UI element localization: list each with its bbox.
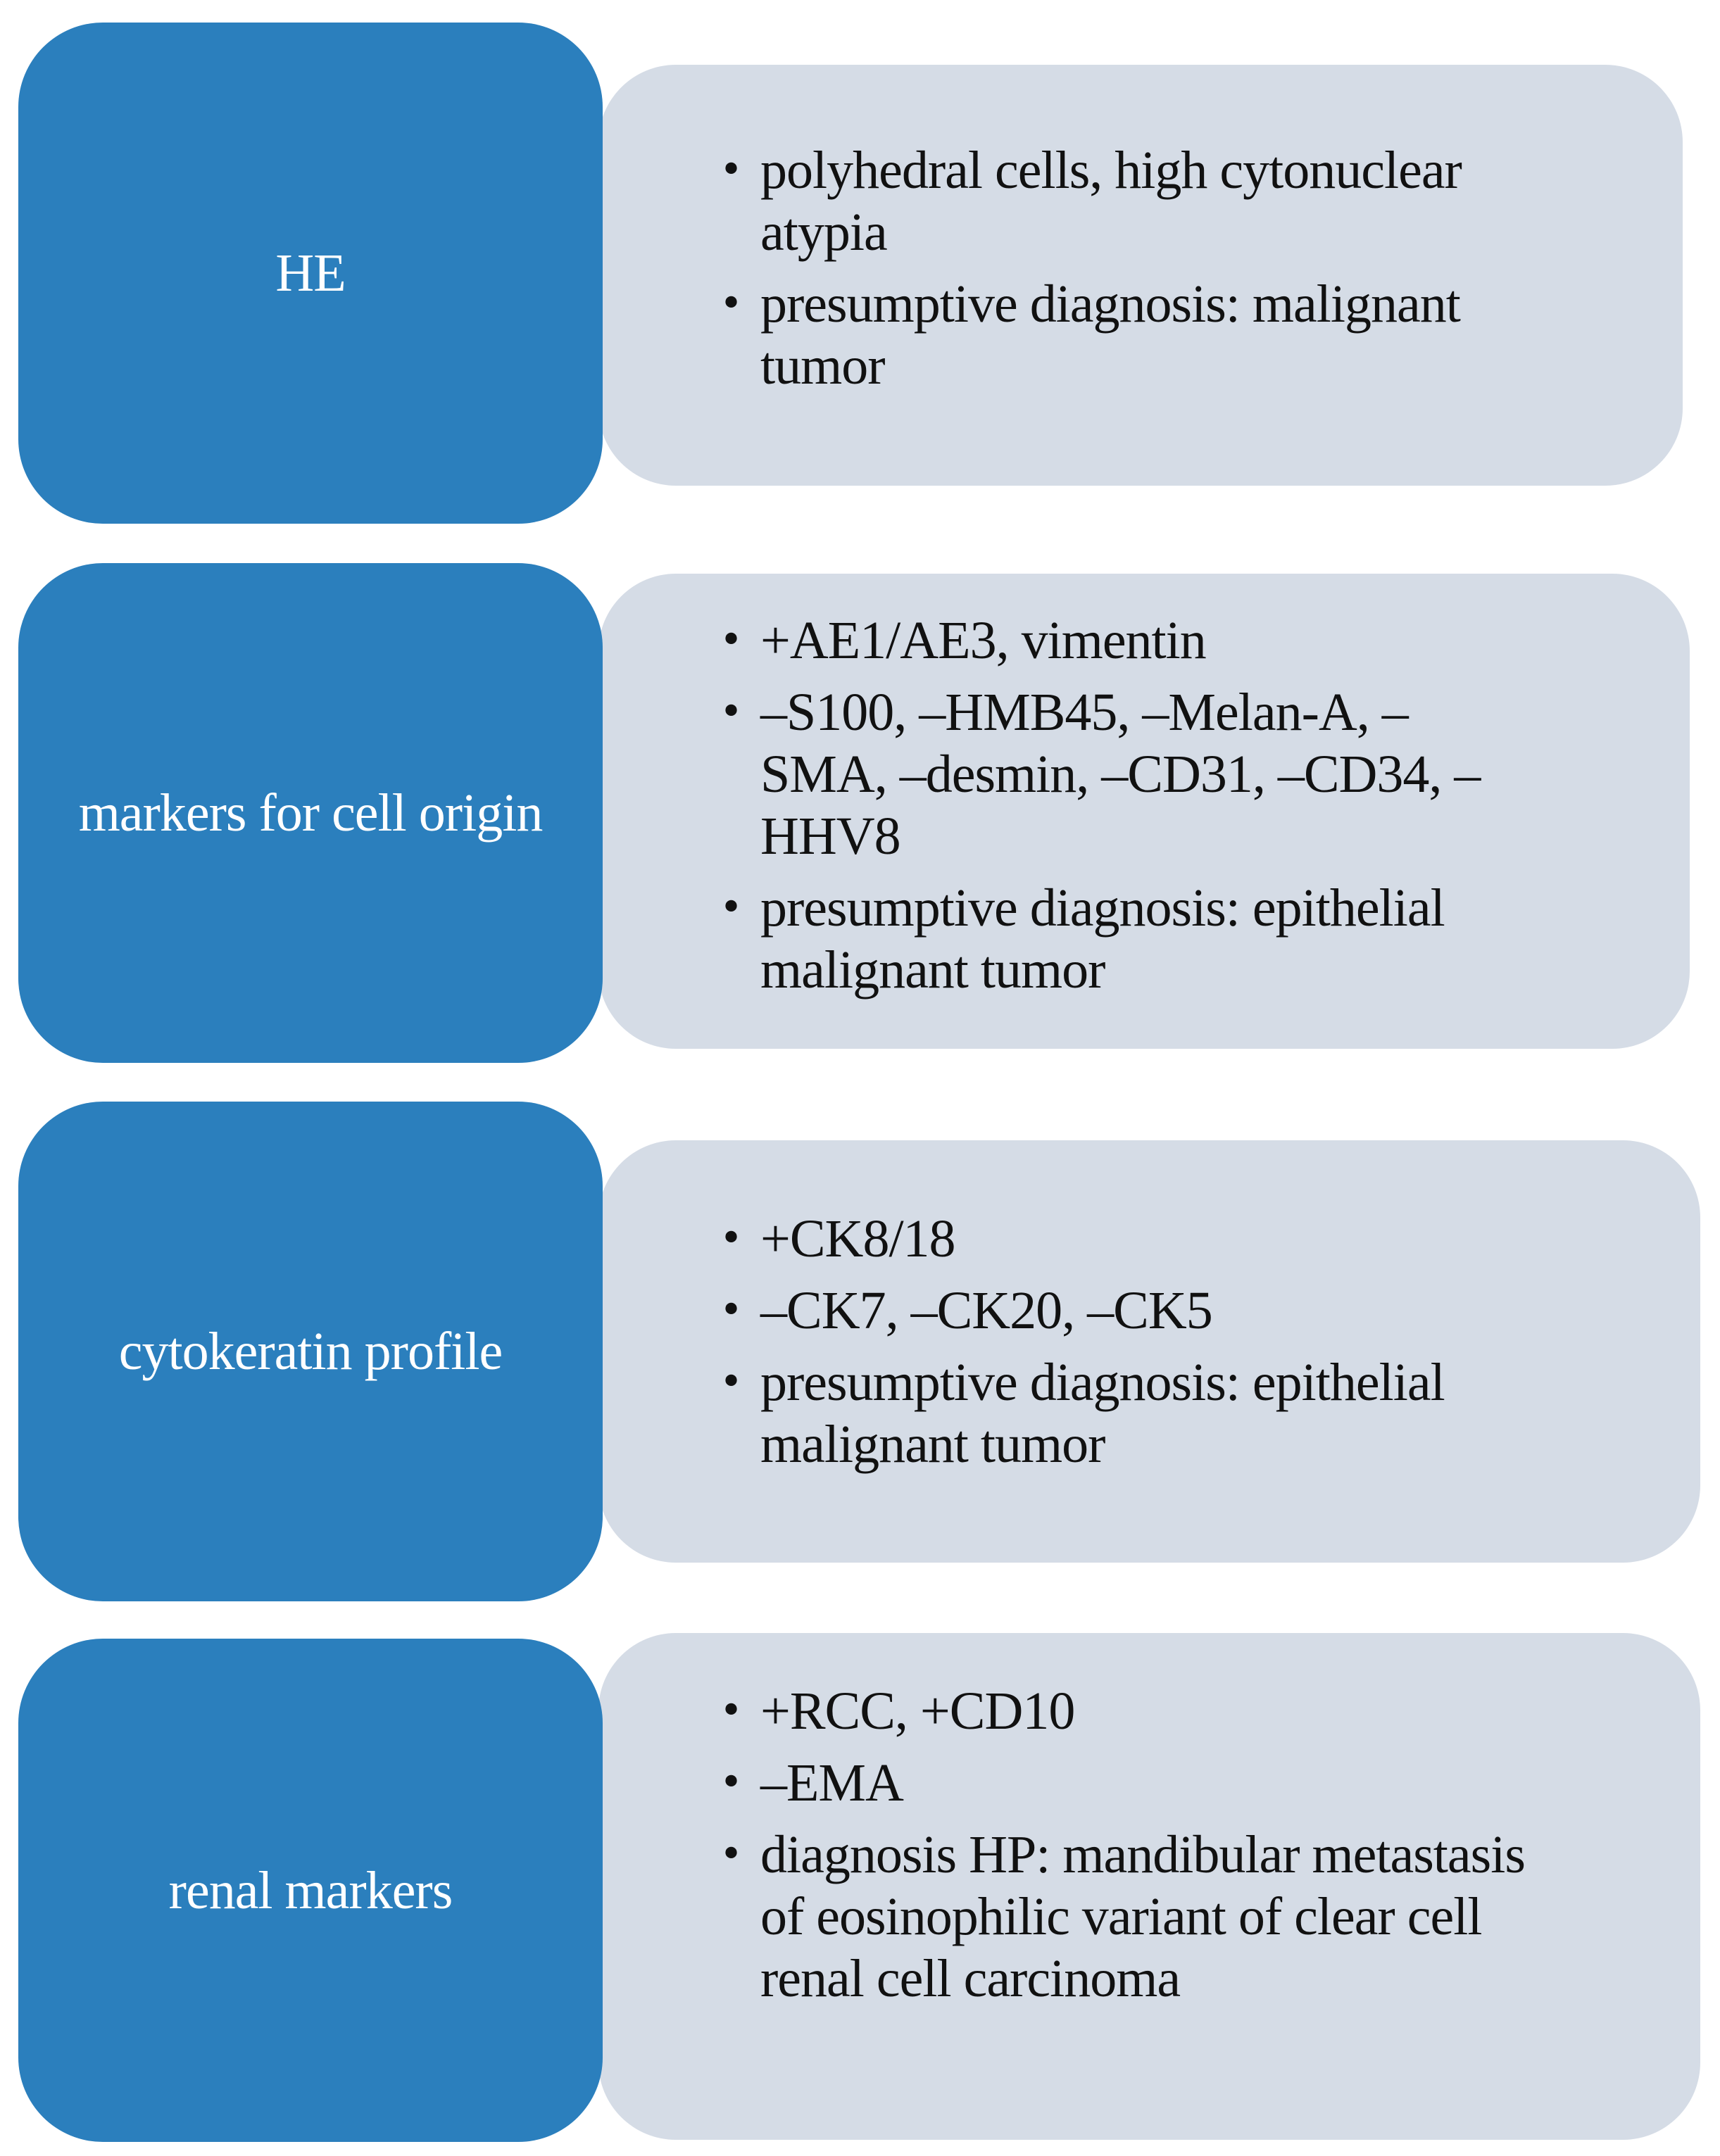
- step-4-bullet-3: diagnosis HP: mandibular metastasis of e…: [720, 1824, 1542, 2010]
- step-3-label-box: cytokeratin profile: [18, 1102, 603, 1601]
- step-3-bullet-1: +CK8/18: [720, 1208, 1521, 1270]
- step-1-bullet-list: polyhedral cells, high cytonuclear atypi…: [720, 139, 1500, 407]
- step-1-bullet-2: presumptive diagnosis: malignant tumor: [720, 273, 1500, 397]
- step-2-bullet-1: +AE1/AE3, vimentin: [720, 610, 1521, 672]
- step-2-bullet-3: presumptive diagnosis: epithelial malign…: [720, 877, 1521, 1001]
- step-3-bullet-2: –CK7, –CK20, –CK5: [720, 1280, 1521, 1342]
- step-4-bullet-2: –EMA: [720, 1752, 1542, 1814]
- step-1-label: HE: [275, 244, 346, 303]
- step-3-label: cytokeratin profile: [118, 1322, 503, 1381]
- step-4-label: renal markers: [168, 1860, 453, 1920]
- step-2-bullet-list: +AE1/AE3, vimentin –S100, –HMB45, –Melan…: [720, 610, 1521, 1011]
- step-4-bullet-1: +RCC, +CD10: [720, 1680, 1542, 1742]
- step-4-bullet-list: +RCC, +CD10 –EMA diagnosis HP: mandibula…: [720, 1680, 1542, 2019]
- step-2-bullet-2: –S100, –HMB45, –Melan-A, –SMA, –desmin, …: [720, 681, 1521, 867]
- step-1-bullet-1: polyhedral cells, high cytonuclear atypi…: [720, 139, 1500, 263]
- step-2-label: markers for cell origin: [78, 783, 544, 843]
- step-3-bullet-list: +CK8/18 –CK7, –CK20, –CK5 presumptive di…: [720, 1208, 1521, 1485]
- step-2-label-box: markers for cell origin: [18, 563, 603, 1063]
- step-3-bullet-3: presumptive diagnosis: epithelial malign…: [720, 1351, 1521, 1475]
- step-1-label-box: HE: [18, 23, 603, 524]
- step-4-label-box: renal markers: [18, 1639, 603, 2142]
